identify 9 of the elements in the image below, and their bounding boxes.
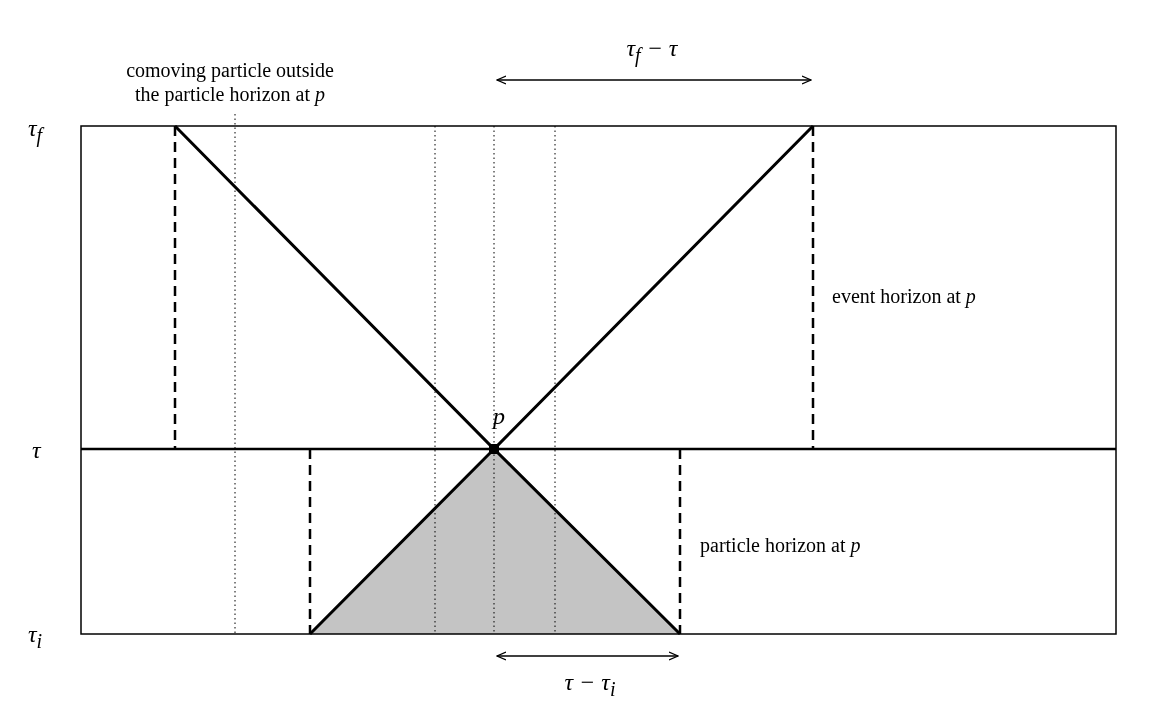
comoving-particle-note: comoving particle outside the particle horizon at p <box>125 58 335 106</box>
axis-label: τ <box>32 436 41 464</box>
axis-label: τ$_{i}$ <box>28 620 43 654</box>
dimension-label: τ − τ$_{i}$ <box>564 668 616 702</box>
point-label: p <box>493 402 505 430</box>
dimension-label: τ$_{f}$ − τ <box>626 34 678 69</box>
axis-label: τ$_{f}$ <box>28 114 43 149</box>
horizon-label: particle horizon at p <box>700 533 861 557</box>
horizon-label: event horizon at p <box>832 284 976 308</box>
